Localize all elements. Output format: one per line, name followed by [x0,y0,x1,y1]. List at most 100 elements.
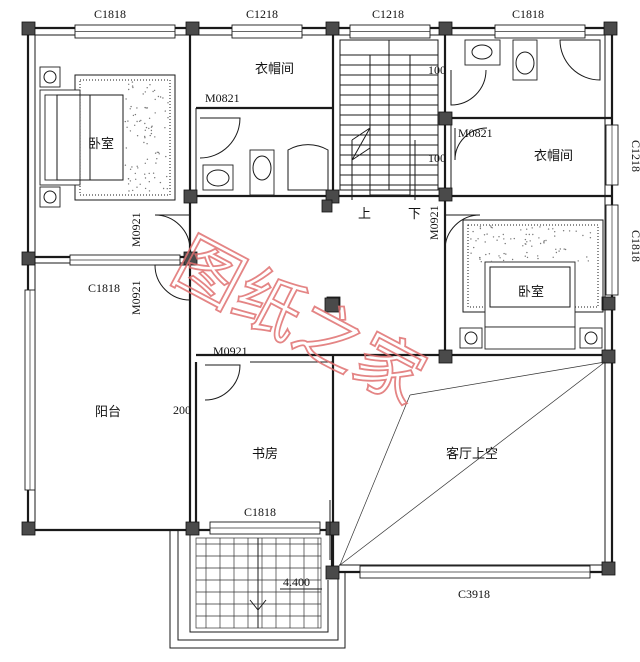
speckle-dot [158,153,160,155]
entry-steps [195,537,322,629]
speckle-dot [124,164,127,166]
speckle-dot [524,255,526,257]
speckle-dot [539,242,542,245]
speckle-dot [156,151,158,153]
speckle-dot [144,106,146,109]
speckle-dot [531,227,533,229]
speckle-dot [157,95,160,98]
speckle-dot [143,141,145,144]
speckle-dot [154,152,157,154]
speckle-dot [150,129,153,132]
window-label-top-mid-left: C1218 [246,7,278,21]
speckle-dot [496,239,498,241]
speckle-dot [526,256,529,259]
dimension-bath-lower: 100 [428,151,446,165]
speckle-dot [480,261,482,263]
speckle-dot [162,187,165,190]
speckle-dot [162,97,164,99]
speckle-dot [475,240,477,242]
speckle-dot [148,127,150,130]
speckle-dot [531,245,533,247]
speckle-dot [545,239,547,242]
speckle-dot [146,107,149,109]
speckle-dot [159,96,162,98]
speckle-dot [138,120,141,123]
window-label-top-right: C1818 [512,7,544,21]
speckle-dot [479,257,481,259]
speckle-dot [152,172,155,174]
door-label-study: M0921 [213,344,248,358]
speckle-dot [537,255,539,257]
speckle-dot [488,253,491,255]
speckle-dot [135,178,137,180]
room-label-closet-top: 衣帽间 [255,61,294,77]
speckle-dot [589,237,592,239]
speckle-dot [510,238,512,240]
speckle-dot [164,110,166,112]
speckle-dot [558,250,560,252]
speckle-dot [136,120,138,123]
speckle-dot [144,129,146,131]
room-label-study: 书房 [252,446,278,462]
speckle-dot [159,181,162,184]
speckle-dot [555,248,557,250]
main-stair [339,39,439,200]
speckle-dot [166,175,168,178]
speckle-dot [152,90,154,93]
speckle-dot [520,229,522,231]
window-label-right-upper: C1218 [629,140,640,172]
speckle-dot [473,246,475,249]
speckle-dot [132,86,134,89]
speckle-dot [131,85,134,87]
speckle-dot [136,165,138,167]
speckle-dot [486,233,488,235]
bed-left [39,66,176,208]
speckle-dot [144,162,146,164]
speckle-dot [148,181,150,183]
speckle-dot [526,228,528,230]
marks [324,297,340,560]
speckle-dot [529,240,531,242]
speckle-dot [498,255,500,257]
speckle-dot [511,258,514,261]
speckle-dot [547,228,550,230]
speckle-dot [134,113,137,116]
speckle-dot [563,248,565,250]
speckle-dot [144,137,146,139]
speckle-dot [128,83,130,86]
speckle-dot [479,227,482,230]
speckle-dot [146,87,148,89]
speckle-dot [589,232,592,234]
room-label-balcony: 阳台 [95,405,121,420]
speckle-dot [148,172,150,175]
room-label-closet-right: 衣帽间 [534,148,573,164]
speckle-dot [554,231,556,233]
speckle-dot [165,155,167,158]
speckle-dot [513,237,515,240]
speckle-dot [575,230,577,232]
speckle-dot [504,242,506,245]
speckle-dot [532,233,534,236]
speckle-dot [134,124,136,127]
speckle-dot [146,143,148,145]
door-label-bedroom-left: M0921 [129,212,143,247]
speckle-dot [587,260,589,262]
speckle-dot [490,260,493,263]
speckle-dot [154,177,156,179]
speckle-dot [137,167,139,169]
speckle-dot [134,172,136,175]
window-label-balcony-top: C1818 [88,281,120,295]
speckle-dot [526,251,528,254]
window-label-top-left: C1818 [94,7,126,21]
speckle-dot [582,234,584,237]
speckle-dot [145,107,147,109]
speckle-dot [150,132,153,135]
speckle-dot [136,135,139,137]
speckle-dot [131,81,134,83]
bath-fixtures [202,39,601,213]
speckle-dot [543,242,545,244]
window-label-top-mid-right: C1218 [372,7,404,21]
dimension-bath-upper: 100 [428,63,446,77]
speckle-dot [166,188,168,190]
speckle-dot [484,241,486,243]
